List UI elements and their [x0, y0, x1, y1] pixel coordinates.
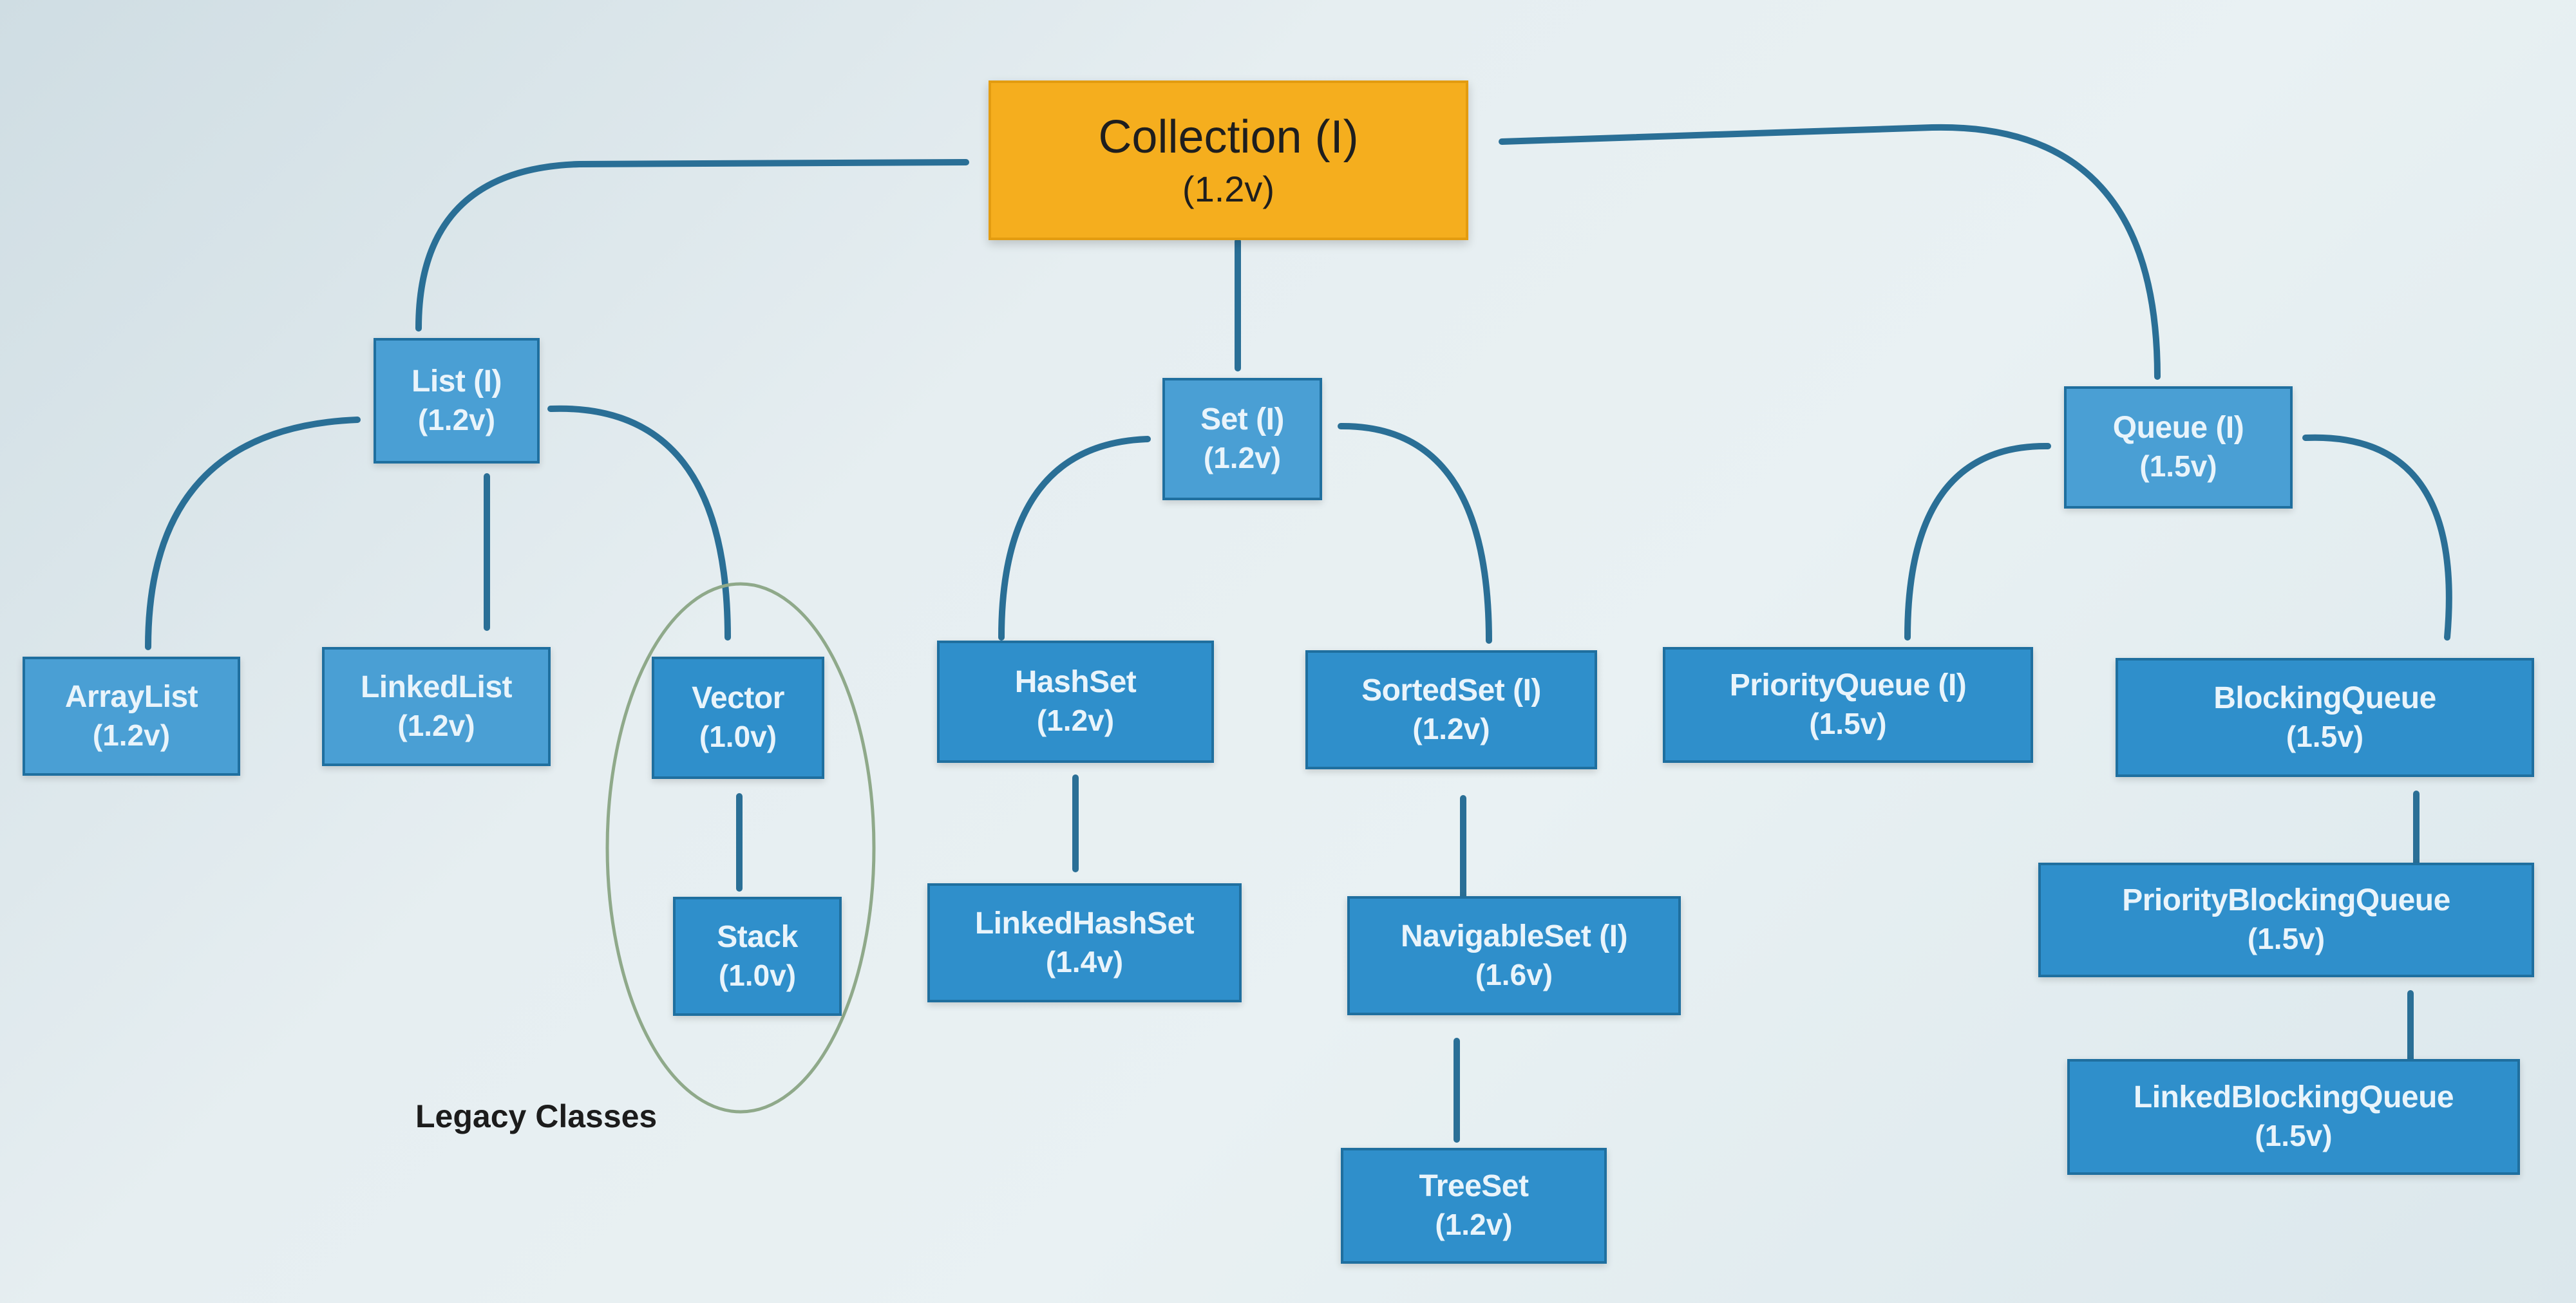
node-sortedset-version: (1.2v) — [1412, 711, 1490, 745]
node-sortedset-name: SortedSet (I) — [1361, 673, 1541, 708]
node-navigableset-version: (1.6v) — [1475, 957, 1553, 991]
node-linkedhashset: LinkedHashSet (1.4v) — [927, 883, 1242, 1002]
node-arraylist: ArrayList (1.2v) — [23, 657, 240, 776]
connector-collection-queue — [1499, 124, 2161, 380]
node-arraylist-version: (1.2v) — [92, 718, 171, 752]
node-list: List (I) (1.2v) — [374, 338, 540, 464]
node-navigableset: NavigableSet (I) (1.6v) — [1347, 896, 1681, 1015]
node-hashset: HashSet (1.2v) — [937, 641, 1214, 763]
node-vector-version: (1.0v) — [699, 720, 777, 754]
node-blockingqueue-version: (1.5v) — [2286, 719, 2364, 753]
node-navigableset-name: NavigableSet (I) — [1400, 919, 1628, 953]
legacy-classes-ellipse — [605, 582, 876, 1114]
node-priorityqueue: PriorityQueue (I) (1.5v) — [1663, 647, 2033, 763]
node-linkedlist-name: LinkedList — [360, 670, 513, 704]
legacy-classes-label: Legacy Classes — [415, 1098, 658, 1134]
node-treeset-version: (1.2v) — [1435, 1208, 1513, 1242]
node-collection: Collection (I) (1.2v) — [989, 80, 1468, 240]
connector-collection-list — [415, 159, 969, 332]
node-hashset-version: (1.2v) — [1036, 704, 1115, 738]
node-linkedlist: LinkedList (1.2v) — [322, 647, 551, 766]
connector-set-hashset — [998, 436, 1151, 641]
node-stack-name: Stack — [717, 919, 798, 954]
node-priorityqueue-name: PriorityQueue (I) — [1729, 668, 1967, 703]
node-collection-name: Collection (I) — [1098, 111, 1359, 163]
node-stack-version: (1.0v) — [718, 958, 797, 992]
node-priorityqueue-version: (1.5v) — [1809, 707, 1887, 741]
node-vector: Vector (1.0v) — [652, 657, 824, 779]
node-arraylist-name: ArrayList — [64, 679, 198, 714]
node-priorityblockingqueue-version: (1.5v) — [2247, 922, 2325, 956]
node-queue-version: (1.5v) — [2139, 449, 2217, 483]
node-blockingqueue-name: BlockingQueue — [2213, 680, 2436, 715]
connector-set-sortedset — [1338, 422, 1492, 644]
connector-list-arraylist — [145, 417, 361, 650]
node-hashset-name: HashSet — [1014, 665, 1137, 700]
node-set: Set (I) (1.2v) — [1162, 378, 1322, 500]
node-blockingqueue: BlockingQueue (1.5v) — [2116, 658, 2534, 777]
node-collection-version: (1.2v) — [1182, 168, 1275, 209]
node-queue-name: Queue (I) — [2112, 411, 2244, 445]
node-vector-name: Vector — [692, 681, 784, 716]
node-set-name: Set (I) — [1200, 402, 1284, 437]
node-list-name: List (I) — [412, 364, 502, 398]
node-linkedblockingqueue-version: (1.5v) — [2255, 1119, 2333, 1153]
node-priorityblockingqueue-name: PriorityBlockingQueue — [2122, 883, 2450, 918]
connector-queue-priorityqueue — [1904, 442, 2051, 641]
node-queue: Queue (I) (1.5v) — [2064, 386, 2293, 509]
node-linkedhashset-version: (1.4v) — [1045, 944, 1124, 979]
node-list-version: (1.2v) — [417, 402, 496, 436]
node-linkedhashset-name: LinkedHashSet — [974, 906, 1195, 941]
node-treeset: TreeSet (1.2v) — [1341, 1148, 1607, 1264]
node-stack: Stack (1.0v) — [673, 897, 842, 1016]
node-linkedlist-version: (1.2v) — [397, 708, 475, 742]
node-linkedblockingqueue-name: LinkedBlockingQueue — [2133, 1080, 2454, 1115]
node-treeset-name: TreeSet — [1419, 1169, 1529, 1204]
node-priorityblockingqueue: PriorityBlockingQueue (1.5v) — [2038, 863, 2534, 977]
connector-list-vector — [547, 405, 731, 641]
node-sortedset: SortedSet (I) (1.2v) — [1305, 650, 1597, 769]
connector-queue-blockingqueue — [2302, 434, 2452, 641]
node-set-version: (1.2v) — [1203, 441, 1282, 475]
node-linkedblockingqueue: LinkedBlockingQueue (1.5v) — [2067, 1059, 2520, 1175]
